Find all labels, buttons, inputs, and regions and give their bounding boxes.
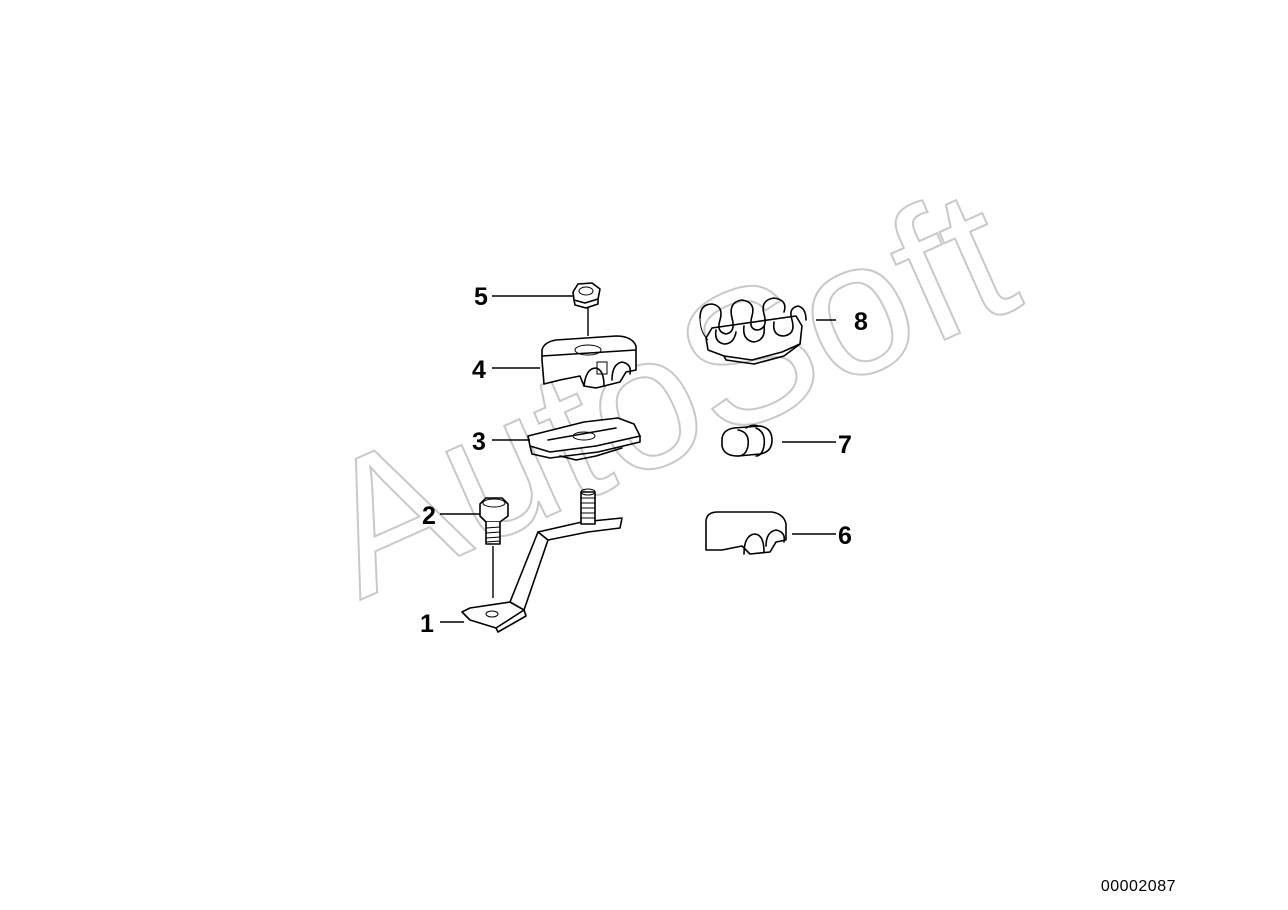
callout-3[interactable]: 3	[472, 428, 486, 456]
callout-2[interactable]: 2	[422, 502, 436, 530]
part-bracket[interactable]	[461, 488, 623, 633]
part-double-pipe-holder-lower[interactable]	[705, 511, 787, 555]
part-hex-bolt[interactable]	[479, 497, 509, 545]
callout-labels: 5 4 3 2 1 8 7 6	[420, 283, 868, 638]
document-id: 00002087	[1100, 878, 1176, 895]
callout-7[interactable]: 7	[838, 431, 852, 459]
part-multiple-pipe-clip[interactable]	[699, 297, 807, 365]
part-hex-nut[interactable]	[572, 282, 601, 309]
callout-8[interactable]: 8	[854, 308, 868, 336]
watermark-text: AutoSoft	[290, 147, 1042, 637]
part-clamping-plate[interactable]	[527, 417, 641, 461]
part-double-pipe-holder-upper[interactable]	[541, 335, 637, 389]
callout-6[interactable]: 6	[838, 522, 852, 550]
leader-lines	[440, 295, 836, 623]
callout-5[interactable]: 5	[474, 283, 488, 311]
watermark: AutoSoft	[289, 146, 1043, 638]
callout-4[interactable]: 4	[472, 356, 486, 384]
part-pipe-clip[interactable]	[721, 424, 773, 457]
callout-1[interactable]: 1	[420, 610, 434, 638]
